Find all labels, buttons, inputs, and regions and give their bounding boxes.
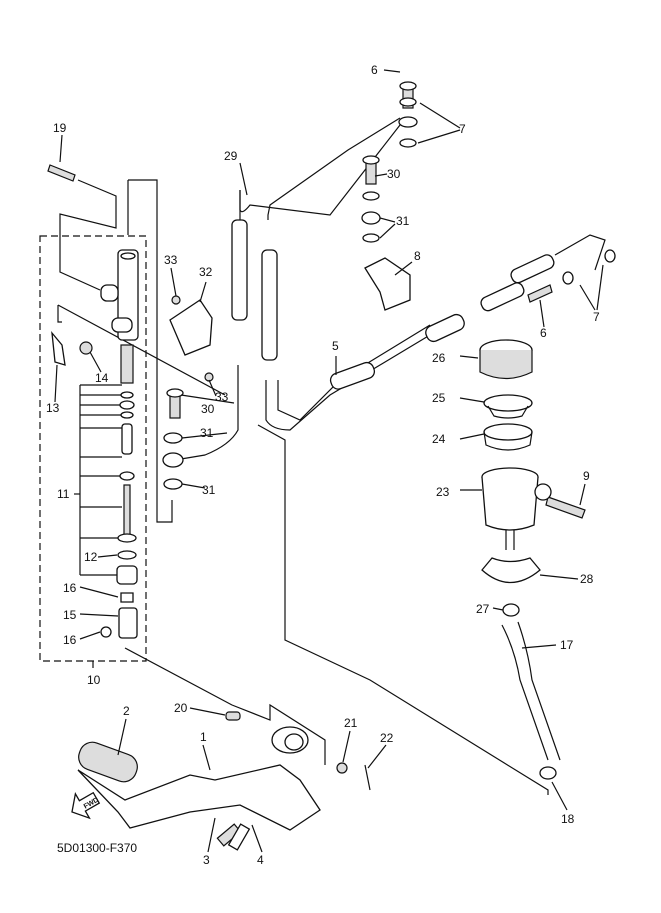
master-cylinder-body: [100, 249, 139, 341]
callout-31-middle: 31: [200, 426, 214, 440]
callout-11: 11: [57, 487, 70, 501]
callout-25: 25: [432, 391, 446, 405]
part-19-bolt: [47, 164, 76, 182]
callout-14: 14: [95, 371, 109, 385]
callout-33-upper: 33: [164, 253, 178, 267]
callout-27: 27: [476, 602, 490, 616]
callout-23: 23: [436, 485, 450, 499]
reservoir: [479, 339, 561, 780]
callout-31-top: 31: [396, 214, 410, 228]
callout-13: 13: [46, 401, 60, 415]
callout-24: 24: [432, 432, 446, 446]
diagram-code: 5D01300-F370: [57, 841, 137, 855]
callout-18: 18: [561, 812, 575, 826]
callout-29: 29: [224, 149, 238, 163]
callout-15: 15: [63, 608, 77, 622]
guide-lines: [57, 179, 549, 795]
part-8-bracket: [364, 257, 411, 311]
fasteners: [162, 81, 616, 519]
callout-33-lower: 33: [215, 390, 229, 404]
callout-32: 32: [199, 265, 213, 279]
callout-10: 10: [87, 673, 101, 687]
callout-31-lower: 31: [202, 483, 216, 497]
callout-16-lower: 16: [63, 633, 77, 647]
callout-8: 8: [414, 249, 421, 263]
item-11-bracket: [74, 384, 122, 576]
callout-26: 26: [432, 351, 446, 365]
part-13-joint: [51, 330, 66, 366]
brake-hose-29: [174, 117, 431, 461]
callout-6-right: 6: [540, 326, 547, 340]
brake-hose-5: [425, 234, 606, 343]
callout-3: 3: [203, 853, 210, 867]
callout-28: 28: [580, 572, 594, 586]
callout-12: 12: [84, 550, 98, 564]
callout-20: 20: [174, 701, 188, 715]
callout-7-top: 7: [459, 122, 466, 136]
callout-22: 22: [380, 731, 394, 745]
callout-6-top: 6: [371, 63, 378, 77]
callout-2: 2: [123, 704, 130, 718]
callout-30-top: 30: [387, 167, 401, 181]
callout-19: 19: [53, 121, 67, 135]
callout-7-right: 7: [593, 310, 600, 324]
callout-1: 1: [200, 730, 207, 744]
callout-17: 17: [560, 638, 574, 652]
callout-21: 21: [344, 716, 358, 730]
part-14-seal: [79, 341, 93, 355]
callout-9: 9: [583, 469, 590, 483]
callout-16-upper: 16: [63, 581, 77, 595]
leader-lines: [54, 69, 604, 853]
piston-kit: [100, 344, 138, 639]
callout-5: 5: [332, 339, 339, 353]
callout-30-lower: 30: [201, 402, 215, 416]
part-32-clamp: [169, 299, 213, 356]
brake-pedal: [77, 711, 371, 851]
callout-labels: 6 7 29 30 31 8 9 19 33 32 14 13 30 33 31…: [46, 63, 600, 867]
callout-4: 4: [257, 853, 264, 867]
